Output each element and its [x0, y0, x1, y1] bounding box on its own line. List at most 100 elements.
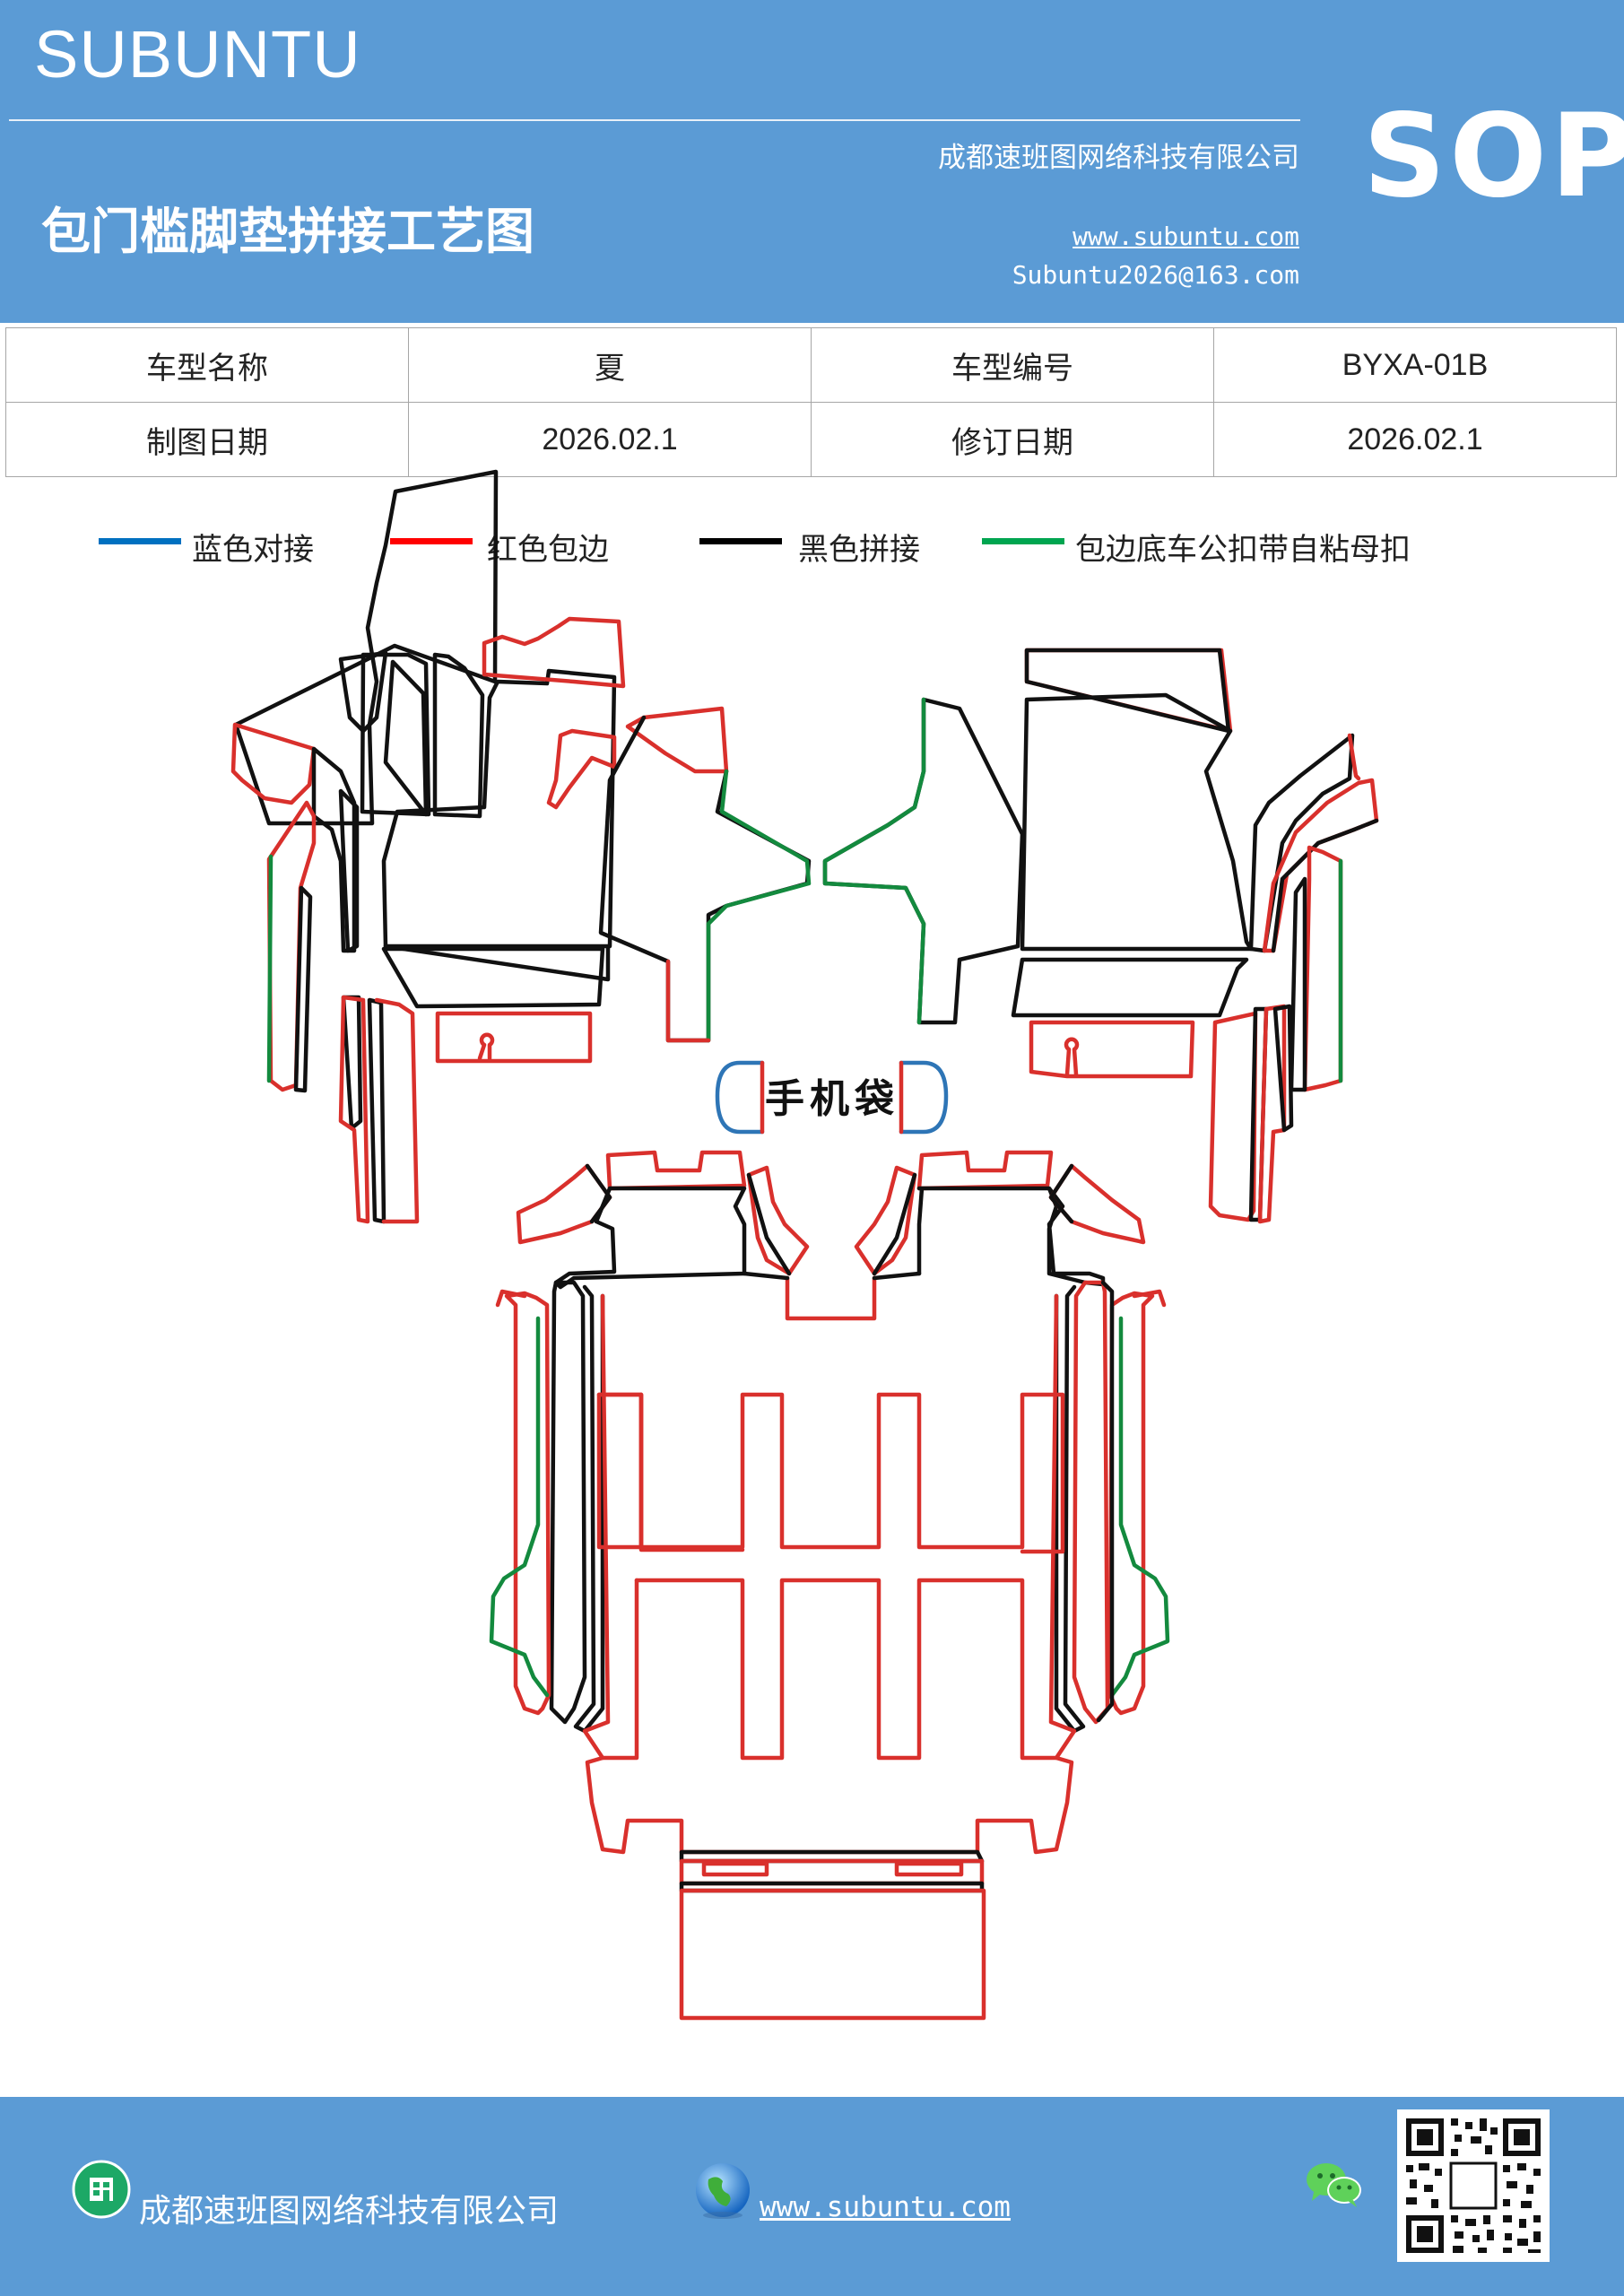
mat-piece — [233, 469, 499, 826]
mat-piece — [1347, 733, 1361, 781]
mat-piece — [701, 1861, 769, 1877]
mat-piece — [360, 652, 431, 817]
header-email: Subuntu2026@163.com — [1012, 260, 1299, 290]
mat-piece — [311, 746, 357, 953]
mat-piece — [742, 1271, 922, 1281]
footer-banner: 成都速班图网络科技有限公司 www.subuntu.com — [0, 2097, 1624, 2296]
footer-company: 成都速班图网络科技有限公司 — [139, 2193, 560, 2230]
mat-piece — [638, 1392, 1065, 1554]
legend-label-red: 红色包边 — [487, 532, 609, 568]
mat-piece — [1029, 1020, 1195, 1079]
mat-piece — [894, 1861, 964, 1877]
mat-piece — [573, 1284, 605, 1734]
front-right-mat-group — [1011, 648, 1379, 1224]
mat-piece — [1096, 1280, 1115, 1723]
mat-piece — [432, 652, 485, 819]
mat-piece — [854, 1165, 917, 1276]
drawing-date-value: 2026.02.1 — [408, 402, 812, 477]
wechat-icon[interactable] — [1305, 2160, 1364, 2210]
mat-piece — [383, 944, 611, 982]
mat-piece — [1048, 1163, 1074, 1224]
mat-piece — [625, 706, 729, 774]
mat-piece — [489, 1316, 550, 1698]
globe-icon — [696, 2163, 750, 2219]
mat-piece — [1272, 1004, 1294, 1133]
header-divider — [9, 119, 1300, 121]
mat-piece — [822, 697, 926, 1025]
front-center-left-mat — [598, 706, 812, 1043]
model-name-value: 夏 — [408, 327, 812, 403]
model-code-label: 车型编号 — [811, 327, 1214, 403]
revision-date-label: 修订日期 — [811, 402, 1214, 477]
footer-website-link[interactable]: www.subuntu.com — [760, 2191, 1011, 2223]
mat-piece — [1248, 733, 1355, 953]
vehicle-info-table: 车型名称 夏 车型编号 BYXA-01B 制图日期 2026.02.1 修订日期… — [5, 327, 1617, 477]
mat-piece — [1054, 1284, 1086, 1734]
mat-piece — [1262, 778, 1379, 953]
mat-piece — [495, 1289, 527, 1308]
model-name-label: 车型名称 — [5, 327, 409, 403]
mat-piece — [746, 1172, 792, 1276]
legend-label-green: 包边底车公扣带自粘母扣 — [1075, 532, 1411, 568]
mat-piece — [1024, 648, 1231, 734]
mat-piece — [1302, 845, 1343, 1092]
mat-piece — [1011, 957, 1249, 1018]
mat-piece — [381, 668, 617, 949]
legend-swatch-black — [699, 538, 782, 544]
mat-piece — [665, 959, 711, 1043]
mat-piece — [1271, 818, 1379, 953]
phone-pocket-label: 手机袋 — [765, 1076, 899, 1122]
mat-piece — [605, 1150, 747, 1191]
legend-swatch-red — [390, 538, 473, 544]
revision-date-value: 2026.02.1 — [1213, 402, 1617, 477]
mat-piece — [1020, 692, 1254, 952]
mat-piece — [293, 885, 313, 1093]
mat-piece — [785, 1275, 877, 1321]
mat-piece — [916, 1150, 1054, 1191]
mat-piece — [230, 722, 317, 805]
header-company: 成都速班图网络科技有限公司 — [938, 142, 1299, 174]
mat-piece — [679, 1888, 986, 2021]
legend-swatch-green — [982, 538, 1064, 544]
table-row: 制图日期 2026.02.1 修订日期 2026.02.1 — [5, 402, 1617, 477]
mat-piece — [634, 1578, 1059, 1761]
mat-piece — [706, 769, 812, 1043]
mat-piece — [1109, 1316, 1170, 1698]
mat-piece — [546, 728, 617, 810]
mat-piece — [1132, 1289, 1167, 1308]
mat-piece — [582, 1293, 1077, 1855]
brand-name: SUBUNTU — [34, 17, 361, 91]
header-website-link[interactable]: www.subuntu.com — [1073, 222, 1299, 251]
rear-main-mat — [489, 1280, 1170, 2021]
mat-piece — [338, 650, 388, 734]
document-title: 包门槛脚垫拼接工艺图 — [41, 203, 535, 260]
mat-piece — [367, 997, 386, 1224]
qr-code — [1397, 2109, 1550, 2262]
table-row: 车型名称 夏 车型编号 BYXA-01B — [5, 327, 1617, 403]
mat-piece — [1064, 1037, 1080, 1077]
sop-badge: SOP — [1363, 90, 1624, 223]
mat-piece — [1208, 1011, 1258, 1222]
mat-piece — [746, 1165, 810, 1276]
mat-piece — [598, 715, 812, 1043]
drawing-date-label: 制图日期 — [5, 402, 409, 477]
model-code-value: BYXA-01B — [1213, 327, 1617, 403]
pocket-left-tab — [715, 1060, 765, 1135]
mat-piece — [600, 1578, 639, 1761]
legend-swatch-blue — [99, 538, 181, 544]
header-banner: SUBUNTU 成都速班图网络科技有限公司 包门槛脚垫拼接工艺图 www.sub… — [0, 0, 1624, 323]
mat-piece — [482, 616, 626, 689]
mat-piece — [504, 1291, 551, 1716]
mat-piece — [916, 1186, 1106, 1287]
mat-piece — [872, 1172, 917, 1276]
pocket-right-tab — [899, 1060, 949, 1135]
legend-label-black: 黑色拼接 — [798, 532, 920, 568]
building-icon — [72, 2160, 131, 2219]
mat-piece — [266, 854, 274, 1083]
mat-piece — [553, 1186, 747, 1290]
rear-upper-pieces — [516, 1150, 1146, 1321]
mat-piece — [1072, 1280, 1110, 1725]
mat-piece — [1107, 1291, 1155, 1716]
mat-piece — [374, 997, 420, 1224]
